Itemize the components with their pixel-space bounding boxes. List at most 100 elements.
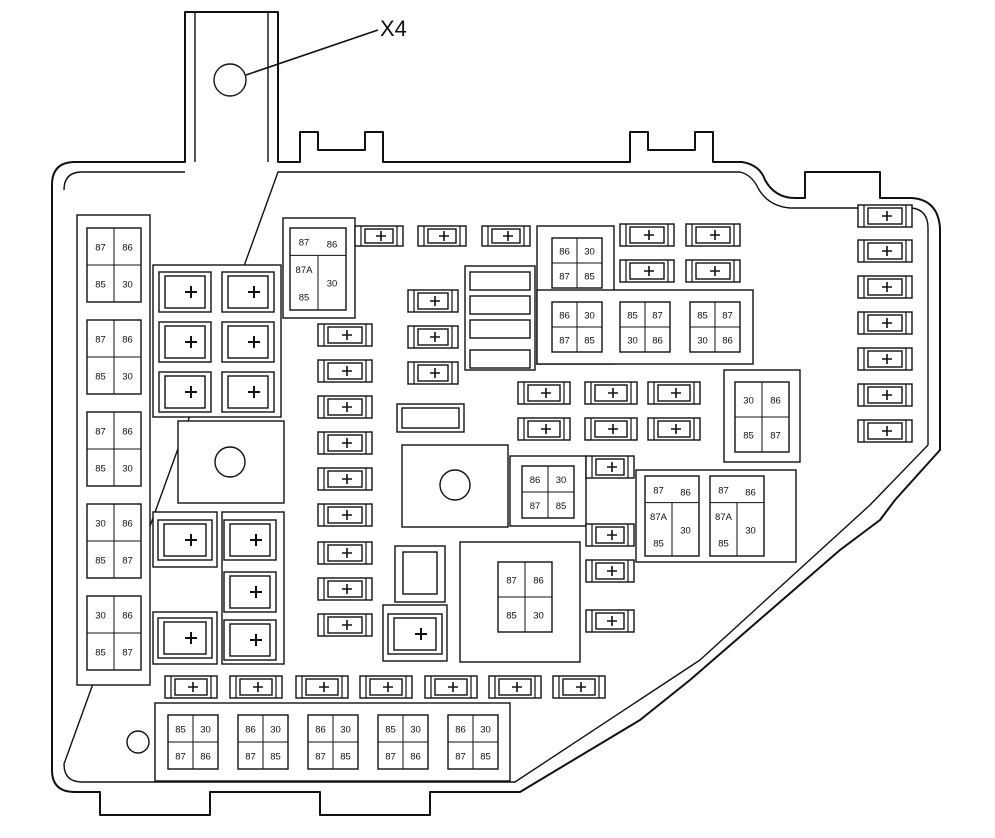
pin-label: 87 — [559, 336, 570, 347]
pin-label: 85 — [697, 311, 708, 322]
fuse-plus — [376, 231, 386, 241]
connector-slot-b-inner — [401, 407, 460, 429]
pin-label: 87 — [175, 752, 186, 763]
pin-label: 87 — [455, 752, 466, 763]
housing-outline — [51, 11, 941, 816]
pin-label: 30 — [95, 611, 106, 622]
pin-label: 30 — [200, 725, 211, 736]
fuse-plus — [342, 402, 352, 412]
pin-label: 87A — [650, 512, 668, 523]
pin-label: 86 — [559, 311, 570, 322]
fuse-plus — [342, 330, 352, 340]
connector-slot — [469, 319, 531, 339]
pin-label: 85 — [584, 272, 595, 283]
pin-label: 86 — [245, 725, 256, 736]
pin-label: 30 — [410, 725, 421, 736]
pin-label: 86 — [315, 725, 326, 736]
fuse-plus — [882, 354, 892, 364]
pin-label: 30 — [697, 336, 708, 347]
pin-label: 30 — [270, 725, 281, 736]
pin-label: 85 — [95, 556, 106, 567]
maxi-plus — [185, 386, 197, 398]
fuse-plus — [342, 620, 352, 630]
pin-label: 30 — [680, 525, 691, 536]
pin-label: 86 — [122, 427, 133, 438]
fuse-plus — [319, 682, 329, 692]
fuse-plus — [576, 682, 586, 692]
fuse-plus — [430, 296, 440, 306]
pin-label: 86 — [455, 725, 466, 736]
stud — [439, 469, 471, 501]
pin-label: 85 — [627, 311, 638, 322]
pin-label: 30 — [743, 396, 754, 407]
pin-label: 86 — [722, 336, 733, 347]
pin-label: 85 — [480, 752, 491, 763]
pin-label: 85 — [743, 431, 754, 442]
pin-label: 30 — [122, 372, 133, 383]
pin-label: 85 — [270, 752, 281, 763]
fuse-plus — [607, 530, 617, 540]
stud — [214, 446, 246, 478]
maxi-plus — [250, 634, 262, 646]
fuse-plus — [882, 211, 892, 221]
pin-label: 87 — [770, 431, 781, 442]
pin-label: 87 — [122, 648, 133, 659]
pin-label: 85 — [718, 539, 729, 550]
pin-label: 87 — [95, 335, 106, 346]
fuse-plus — [342, 438, 352, 448]
pin-label: 85 — [340, 752, 351, 763]
fuse-plus — [607, 566, 617, 576]
pin-label: 85 — [95, 464, 106, 475]
pin-label: 86 — [122, 335, 133, 346]
fuse-plus — [882, 246, 892, 256]
fuse-plus — [430, 368, 440, 378]
pin-label: 85 — [584, 336, 595, 347]
fuse-plus — [607, 462, 617, 472]
fuse-plus — [503, 231, 513, 241]
pin-label: 87 — [718, 485, 729, 496]
fuse-plus — [644, 230, 654, 240]
pin-label: 86 — [122, 519, 133, 530]
fuse-plus — [342, 474, 352, 484]
pin-label: 87A — [715, 512, 733, 523]
connector-slot — [469, 271, 531, 291]
fuse-plus — [512, 682, 522, 692]
fuse-plus — [541, 388, 551, 398]
pin-label: 86 — [200, 752, 211, 763]
pin-label: 87 — [95, 243, 106, 254]
maxi-plus — [185, 336, 197, 348]
maxi-plus — [248, 386, 260, 398]
pin-label: 85 — [95, 280, 106, 291]
fuse-plus — [671, 424, 681, 434]
pin-label: 85 — [95, 648, 106, 659]
pin-label: 85 — [299, 292, 310, 303]
pin-label: 87 — [385, 752, 396, 763]
pin-label: 85 — [556, 501, 567, 512]
fuse-plus — [671, 388, 681, 398]
pin-label: 30 — [533, 611, 544, 622]
pin-label: 87 — [530, 501, 541, 512]
pin-label: 86 — [410, 752, 421, 763]
components-layer: 87 86 85 30 87 86 85 30 87 86 85 30 30 86 85 87 30 86 85 87… — [76, 204, 913, 782]
pin-label: 30 — [556, 475, 567, 486]
fuse-plus — [710, 266, 720, 276]
pin-label: 86 — [122, 243, 133, 254]
fuse-plus — [430, 332, 440, 342]
maxi-plus — [248, 286, 260, 298]
fuse-plus — [882, 282, 892, 292]
pin-label: 86 — [559, 247, 570, 258]
x4-leader — [245, 29, 379, 76]
fuse-plus — [188, 682, 198, 692]
fuse-plus — [439, 231, 449, 241]
maxi-plus — [250, 586, 262, 598]
pin-label: 30 — [327, 279, 338, 290]
pin-label: 87 — [653, 485, 664, 496]
pin-label: 85 — [385, 725, 396, 736]
pin-label: 30 — [627, 336, 638, 347]
diode-socket-inner — [402, 551, 438, 595]
fuse-plus — [882, 390, 892, 400]
fuse-plus — [253, 682, 263, 692]
pin-label: 30 — [584, 247, 595, 258]
pin-label: 86 — [770, 396, 781, 407]
pin-label: 87 — [315, 752, 326, 763]
